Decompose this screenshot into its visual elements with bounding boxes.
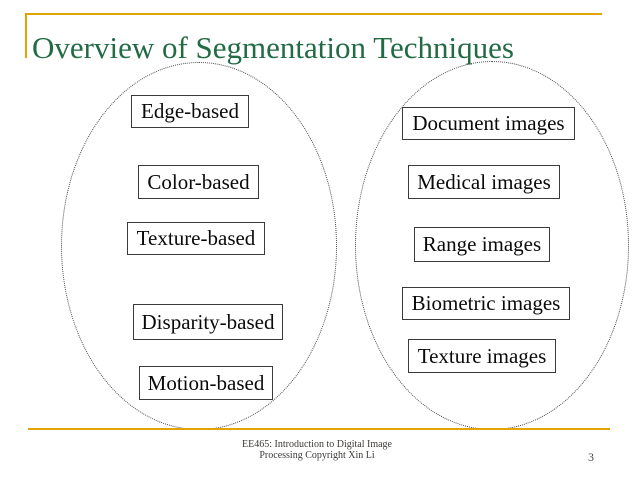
technique-box-texture-based: Texture-based: [127, 222, 265, 255]
gold-footer-rule: [28, 428, 610, 430]
technique-box-motion-based: Motion-based: [139, 366, 273, 400]
image-type-box-texture: Texture images: [408, 339, 556, 373]
image-type-box-range: Range images: [414, 227, 550, 262]
image-type-box-document: Document images: [402, 107, 575, 140]
footer-line-2: Processing Copyright Xin Li: [259, 449, 375, 461]
footer-text: EE465: Introduction to Digital Image Pro…: [167, 439, 467, 461]
technique-box-disparity-based: Disparity-based: [133, 304, 283, 340]
footer-line-1: EE465: Introduction to Digital Image: [242, 439, 392, 450]
gold-top-rule: [26, 13, 602, 15]
technique-box-color-based: Color-based: [138, 165, 259, 199]
slide-title: Overview of Segmentation Techniques: [32, 30, 514, 65]
image-type-box-medical: Medical images: [408, 165, 560, 199]
gold-left-rule: [25, 13, 27, 58]
page-number: 3: [588, 450, 594, 464]
image-type-box-biometric: Biometric images: [402, 287, 570, 320]
technique-box-edge-based: Edge-based: [131, 95, 249, 128]
